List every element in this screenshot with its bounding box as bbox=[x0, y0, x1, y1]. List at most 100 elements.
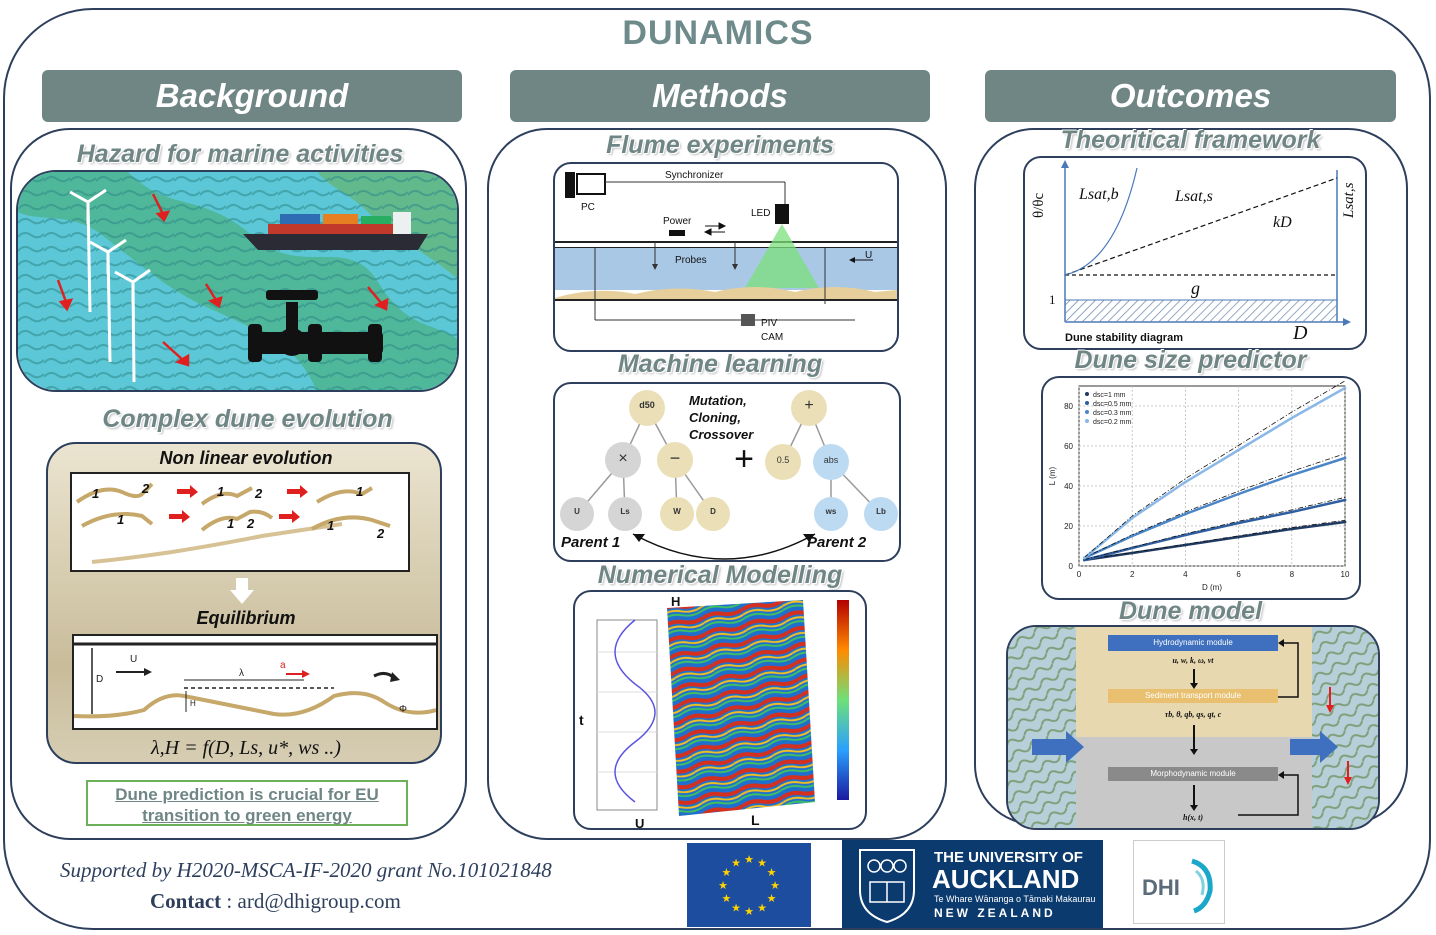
theory-lsats-side: Lsat,s bbox=[1341, 182, 1357, 218]
flume-piv: PIV bbox=[761, 318, 778, 329]
ml-node-root1: d50 bbox=[639, 400, 655, 410]
dune-prediction-note: Dune prediction is crucial for EU transi… bbox=[86, 780, 408, 826]
series-point bbox=[1343, 456, 1347, 460]
support-text: Supported by H2020-MSCA-IF-2020 grant No… bbox=[60, 858, 552, 882]
auckland-line2: AUCKLAND bbox=[932, 864, 1080, 894]
x-tick-label: 6 bbox=[1236, 570, 1241, 579]
ml-title: Machine learning bbox=[617, 350, 823, 378]
num-label-u: U bbox=[635, 816, 645, 830]
eu-star-icon: ★ bbox=[718, 880, 728, 892]
series-point bbox=[1237, 521, 1240, 525]
ml-node-ws: ws bbox=[825, 507, 837, 516]
ml-operations: Mutation, Cloning, Crossover bbox=[689, 393, 754, 442]
nonlinear-label: Non linear evolution bbox=[159, 448, 333, 468]
background-panel bbox=[10, 128, 467, 840]
theory-lsats: Lsat,s bbox=[1175, 188, 1213, 205]
numerical-title: Numerical Modelling bbox=[597, 561, 843, 589]
model-morpho: Morphodynamic module bbox=[1150, 769, 1236, 778]
series-point bbox=[1184, 543, 1187, 547]
series-point bbox=[1130, 546, 1134, 550]
series-point bbox=[1290, 416, 1294, 420]
theory-kd: kD bbox=[1273, 214, 1292, 231]
svg-text:a: a bbox=[280, 660, 286, 671]
series-point bbox=[1237, 448, 1240, 452]
y-tick-label: 0 bbox=[1069, 562, 1074, 571]
contact-email[interactable]: ard@dhigroup.com bbox=[237, 889, 401, 913]
theory-ylabel: θ/θc bbox=[1031, 192, 1047, 218]
theory-diagram: θ/θc Lsat,b Lsat,s kD Lsat,s g 1 Dune st… bbox=[1023, 156, 1367, 350]
flume-u: U bbox=[865, 250, 873, 261]
svg-text:2: 2 bbox=[246, 516, 255, 531]
y-tick-label: 80 bbox=[1064, 402, 1073, 411]
ml-node-w: W bbox=[673, 507, 681, 516]
model-hydro: Hydrodynamic module bbox=[1153, 638, 1233, 647]
numerical-diagram: H t U L bbox=[573, 590, 867, 830]
eu-star-icon: ★ bbox=[731, 857, 741, 869]
series-line bbox=[1083, 386, 1346, 559]
flume-pc: PC bbox=[581, 202, 595, 213]
eu-star-icon: ★ bbox=[767, 893, 777, 905]
legend-label: dsc=0.2 mm bbox=[1093, 419, 1131, 426]
eu-star-icon: ★ bbox=[757, 857, 767, 869]
x-tick-label: 8 bbox=[1290, 570, 1295, 579]
legend-marker bbox=[1085, 410, 1089, 414]
legend-marker bbox=[1085, 419, 1089, 423]
contact-separator: : bbox=[221, 889, 238, 913]
hazard-image bbox=[16, 170, 459, 392]
eu-star-icon: ★ bbox=[767, 867, 777, 879]
x-tick-label: 10 bbox=[1341, 570, 1350, 579]
series-point bbox=[1130, 516, 1134, 520]
contact-line: Contact : ard@dhigroup.com bbox=[150, 889, 401, 914]
svg-text:D: D bbox=[96, 674, 103, 685]
contact-label: Contact bbox=[150, 889, 222, 913]
svg-text:U: U bbox=[130, 654, 137, 665]
eu-star-icon: ★ bbox=[722, 867, 732, 879]
model-hydro-vars: u, w, k, ω, νt bbox=[1172, 656, 1214, 665]
y-axis-label: L (m) bbox=[1048, 466, 1057, 485]
series-point bbox=[1082, 556, 1086, 560]
dune-model-title: Dune model bbox=[1118, 597, 1263, 625]
x-tick-label: 0 bbox=[1077, 570, 1082, 579]
num-label-t: t bbox=[579, 712, 584, 728]
methods-panel bbox=[487, 128, 947, 840]
dune-model-box: Hydrodynamic module u, w, k, ω, νt Sedim… bbox=[1006, 625, 1380, 830]
theory-xlabel: D bbox=[1293, 322, 1308, 344]
svg-text:1: 1 bbox=[227, 516, 234, 531]
auckland-line4: NEW ZEALAND bbox=[934, 906, 1056, 920]
num-label-h: H bbox=[671, 594, 681, 609]
series-point bbox=[1082, 558, 1086, 562]
series-point bbox=[1343, 520, 1347, 524]
eu-star-icon: ★ bbox=[757, 903, 767, 915]
eu-star-icon: ★ bbox=[722, 893, 732, 905]
series-point bbox=[1290, 473, 1294, 477]
model-sediment: Sediment transport module bbox=[1144, 691, 1242, 700]
legend-marker bbox=[1085, 392, 1089, 396]
header-background: Background bbox=[42, 70, 462, 122]
svg-text:1: 1 bbox=[92, 486, 99, 501]
auckland-logo: THE UNIVERSITY OF AUCKLAND Te Whare Wāna… bbox=[842, 840, 1103, 928]
dune-evolution-title: Complex dune evolution bbox=[102, 405, 393, 433]
pipeline-icon bbox=[248, 290, 383, 362]
dhi-wave-icon bbox=[1191, 858, 1213, 914]
num-label-l: L bbox=[751, 812, 760, 828]
series-point bbox=[1184, 480, 1187, 484]
theory-lsatb: Lsat,b bbox=[1079, 186, 1119, 203]
series-point bbox=[1237, 492, 1240, 496]
x-axis-label: D (m) bbox=[1202, 583, 1222, 592]
equilibrium-diagram: D U λ H a Φ bbox=[72, 634, 438, 730]
series-point bbox=[1290, 527, 1294, 531]
eu-flag-logo: ★★★★★★★★★★★★ bbox=[687, 843, 811, 927]
ml-node-root2: + bbox=[804, 397, 814, 414]
ship-icon bbox=[243, 212, 428, 250]
svg-text:1: 1 bbox=[217, 484, 224, 499]
hazard-title: Hazard for marine activities bbox=[76, 140, 404, 168]
y-tick-label: 20 bbox=[1064, 522, 1073, 531]
ml-node-x: × bbox=[618, 450, 628, 467]
dhi-logo: DHI bbox=[1133, 840, 1225, 924]
series-fit-line bbox=[1084, 380, 1346, 558]
header-methods: Methods bbox=[510, 70, 930, 122]
ml-node-ls: Ls bbox=[620, 507, 630, 516]
